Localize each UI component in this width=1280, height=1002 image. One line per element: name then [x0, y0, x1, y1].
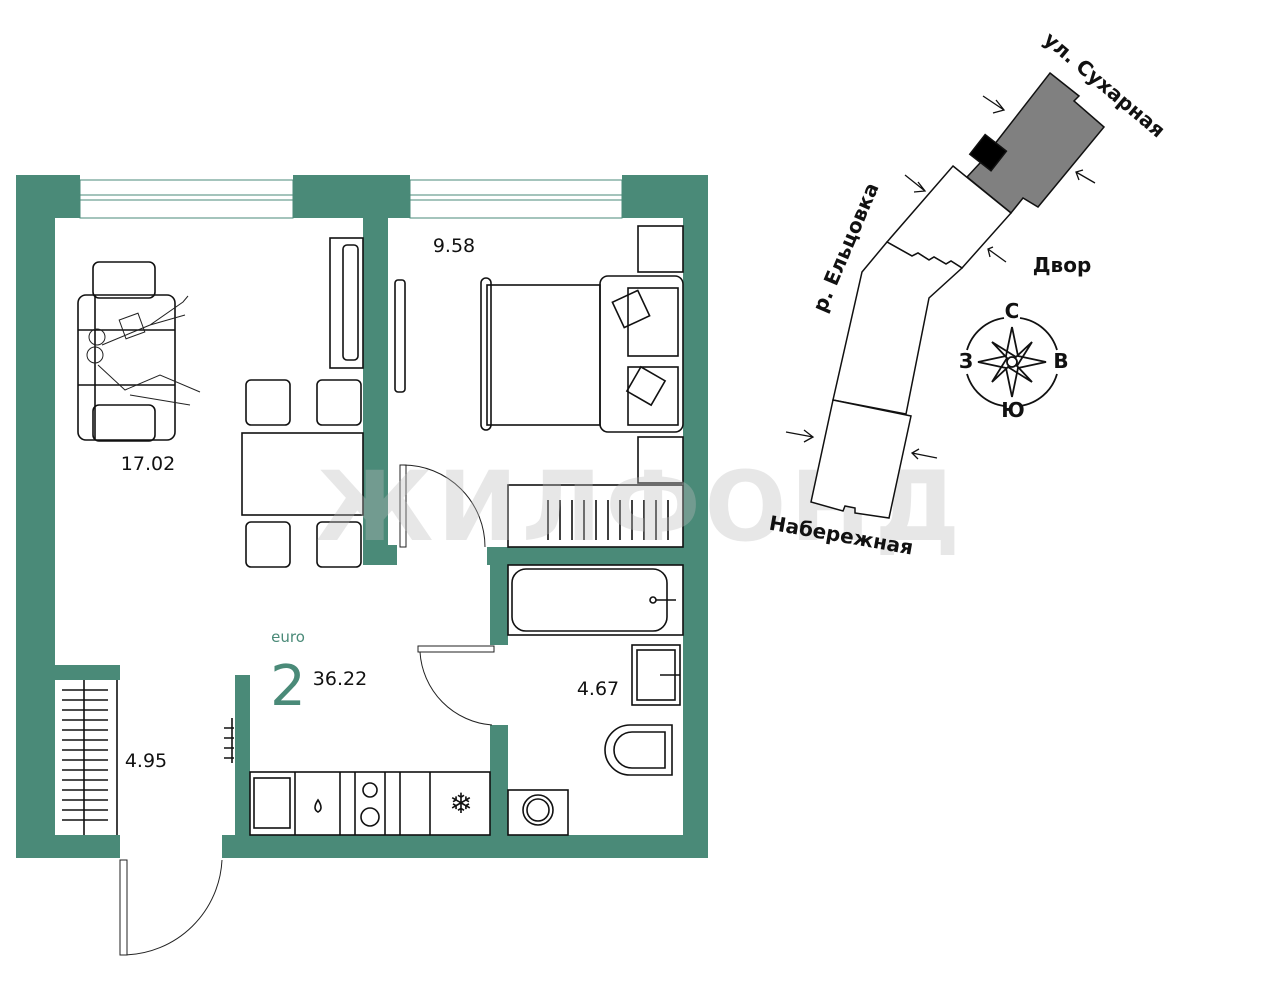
yard-label: Двор	[1033, 253, 1092, 277]
balcony-radiator	[62, 680, 118, 835]
balcony-area: 4.95	[125, 750, 167, 772]
bedroom-area: 9.58	[433, 235, 475, 257]
compass-rose-icon	[966, 317, 1058, 407]
tv-cabinet	[329, 237, 364, 369]
toilet	[604, 724, 673, 776]
dining-table	[241, 379, 364, 568]
building-section-long	[832, 241, 964, 415]
kitchen-radiator	[224, 718, 234, 763]
bed	[480, 275, 684, 433]
compass-east: В	[1053, 349, 1068, 373]
kitchen-counter	[249, 771, 491, 836]
windows	[79, 179, 623, 219]
washing-machine	[507, 789, 569, 836]
entrance-door	[119, 859, 223, 956]
radiator-bedroom	[507, 484, 684, 548]
sink	[631, 644, 681, 706]
bathroom-area: 4.67	[577, 678, 619, 700]
entrance-arrows	[785, 95, 1096, 460]
compass-west: З	[959, 349, 973, 373]
site-plan	[785, 71, 1106, 519]
total-area: 36.22	[313, 668, 367, 690]
bedroom-mirror	[394, 279, 406, 393]
bathtub	[507, 564, 684, 636]
compass-south: Ю	[1001, 398, 1024, 422]
bedroom-door	[399, 464, 486, 548]
highlighted-building-section	[965, 71, 1106, 215]
bathroom-door	[417, 645, 495, 726]
walls	[16, 175, 708, 858]
rooms-count: 2	[270, 654, 306, 719]
people-figures	[86, 295, 201, 406]
apartment-type-label: euro	[271, 628, 305, 646]
freezer-snowflake-icon: ❄	[449, 787, 472, 820]
sofa	[77, 261, 176, 442]
nightstands	[637, 225, 684, 484]
unit-marker	[968, 133, 1008, 172]
compass-north: С	[1005, 299, 1020, 323]
living-room-area: 17.02	[121, 453, 175, 475]
building-section-bottom	[810, 399, 912, 519]
